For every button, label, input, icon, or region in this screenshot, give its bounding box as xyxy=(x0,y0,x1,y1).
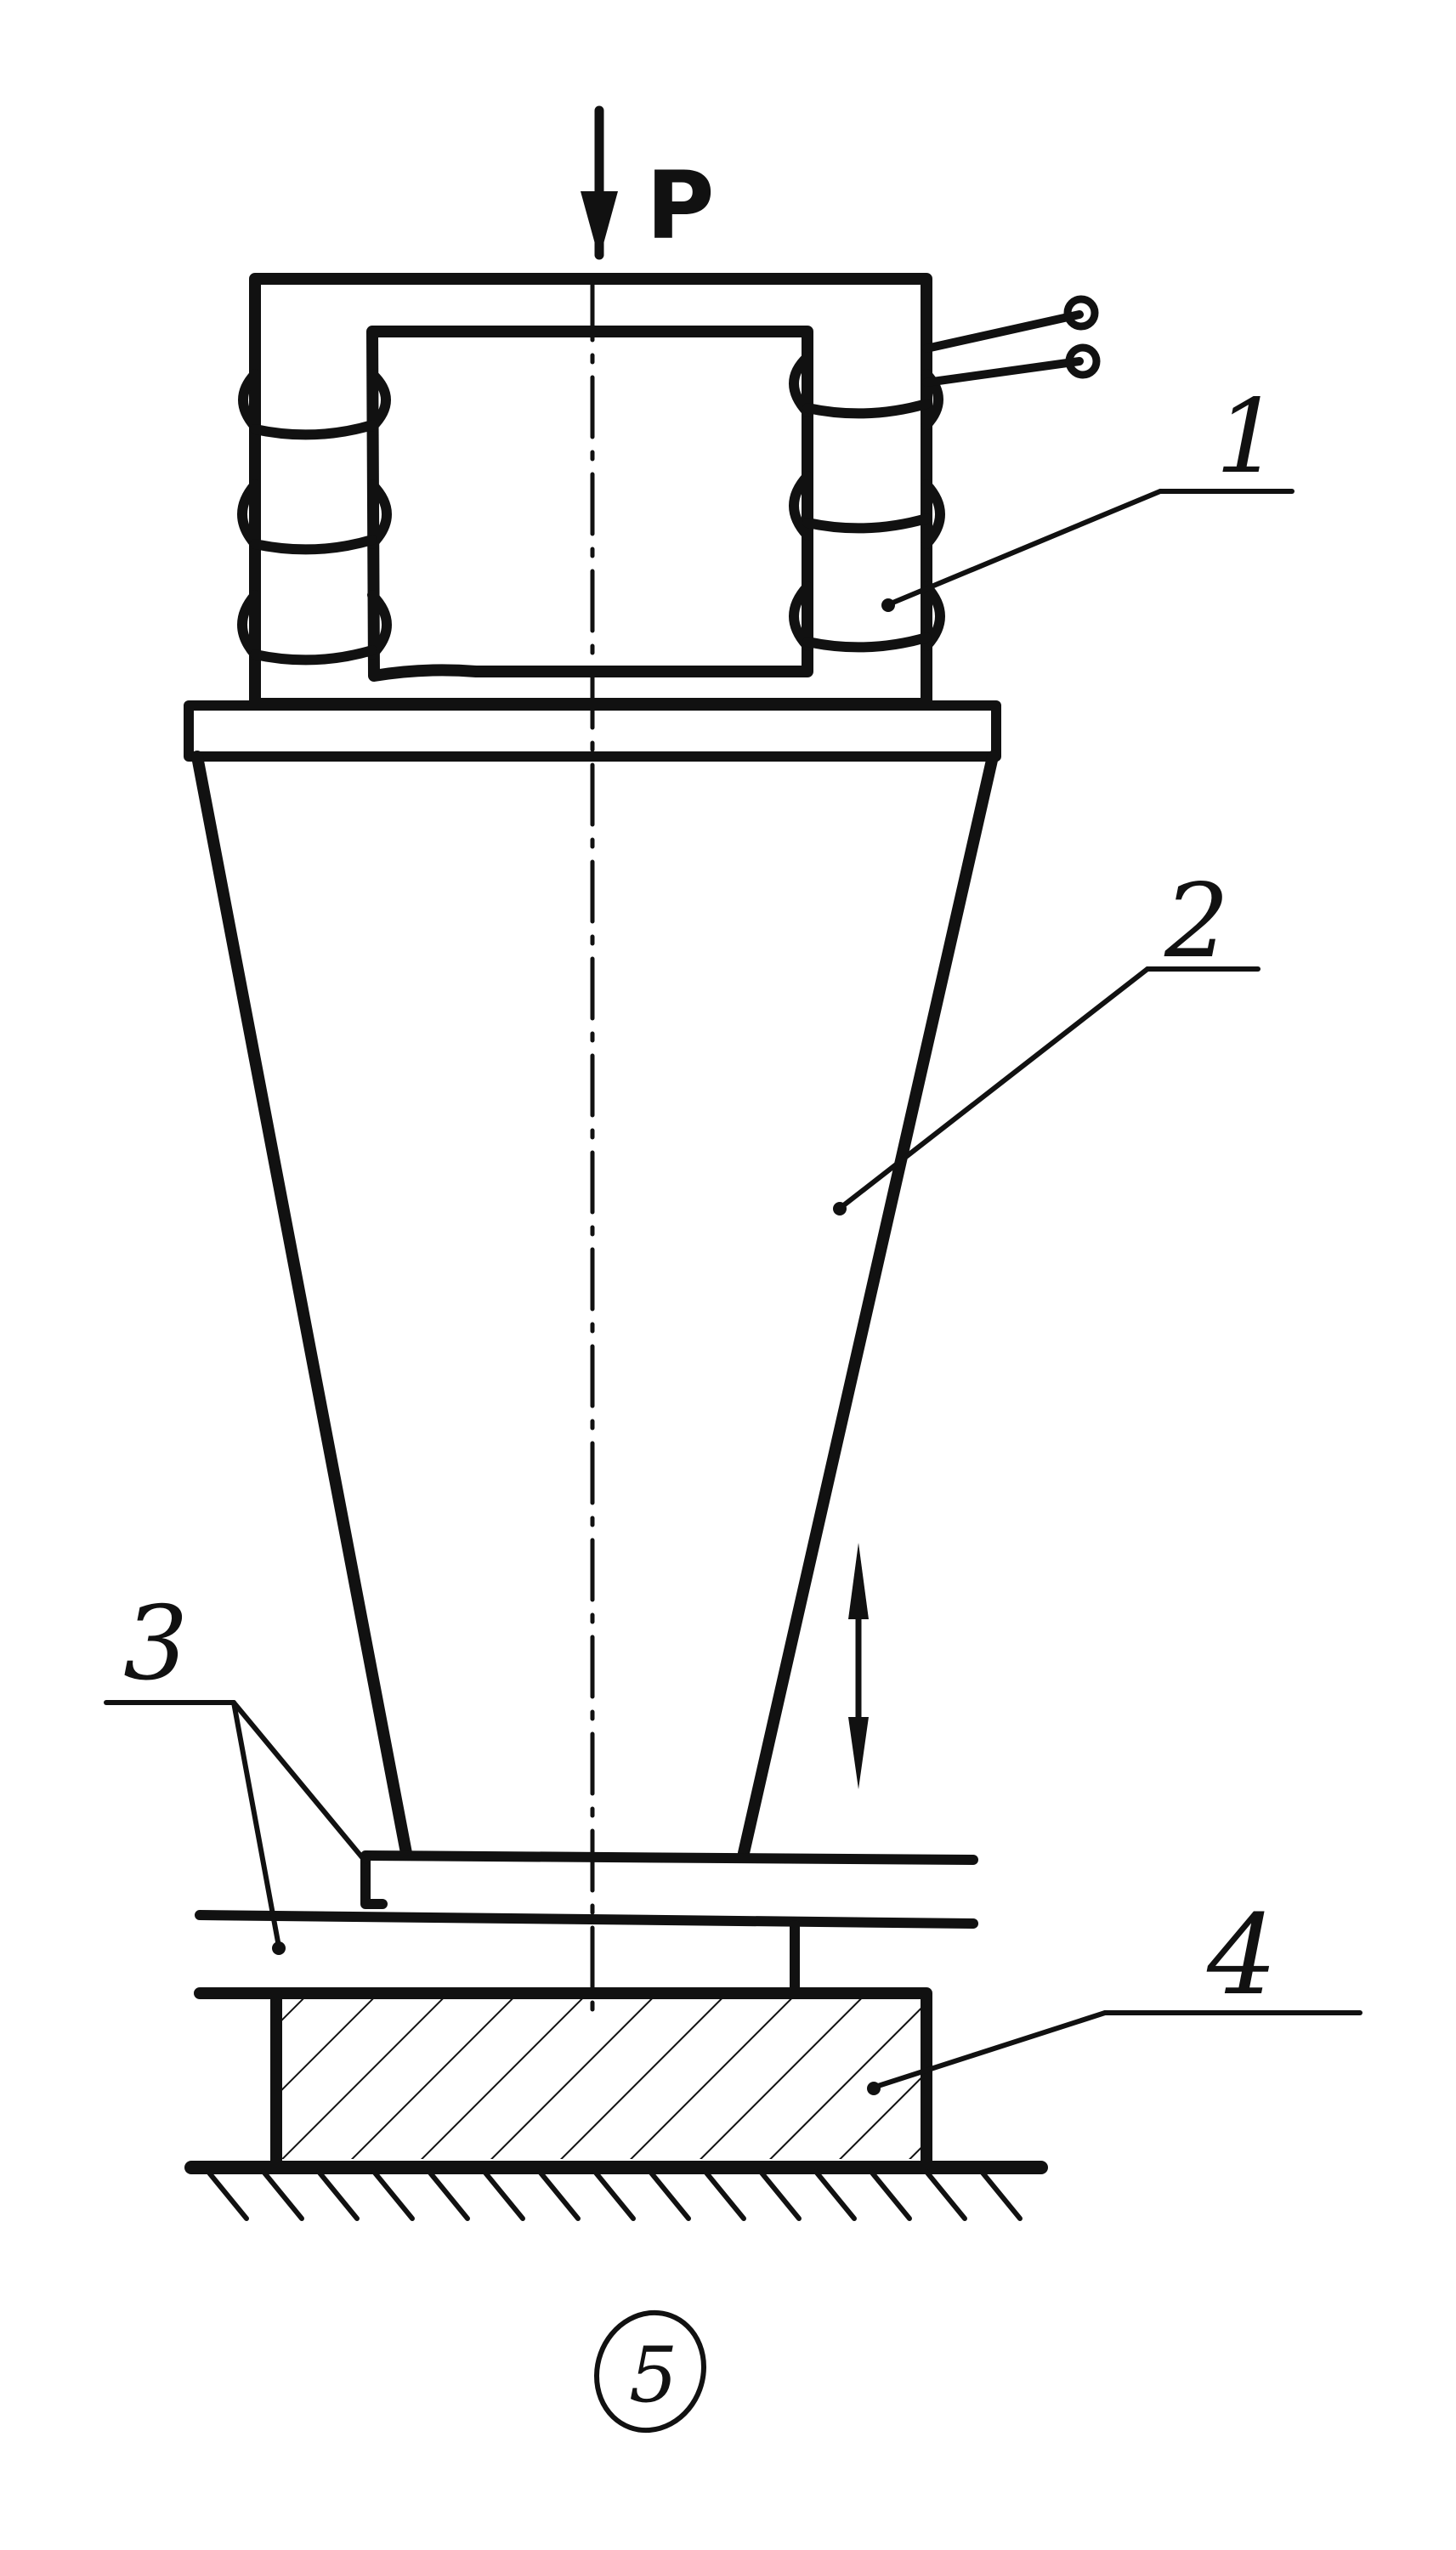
flange-plate xyxy=(184,700,1001,762)
anvil-block xyxy=(194,1987,932,2169)
leader-line-4 xyxy=(867,2010,1363,2095)
right-coil xyxy=(789,352,945,653)
tool-plate xyxy=(360,1850,978,1909)
leader-line-2 xyxy=(833,966,1261,1216)
load-arrow xyxy=(581,105,618,260)
leader-line-3 xyxy=(104,1700,368,1955)
leader-line-1 xyxy=(881,489,1295,612)
figure-mark: 5 xyxy=(629,2331,677,2420)
load-label: P xyxy=(646,151,715,260)
motion-double-arrow xyxy=(848,1543,869,1789)
callout-1: 1 xyxy=(1215,378,1280,496)
left-coil xyxy=(237,369,392,666)
workpiece xyxy=(195,1910,978,1994)
callout-2: 2 xyxy=(1164,863,1229,981)
ground-support xyxy=(184,2161,1048,2221)
horn-concentrator xyxy=(191,751,999,1859)
figure-mark-circle xyxy=(594,2309,706,2434)
callout-4: 4 xyxy=(1206,1890,1278,2020)
callout-3: 3 xyxy=(123,1585,188,1703)
lead-wires xyxy=(922,295,1101,387)
